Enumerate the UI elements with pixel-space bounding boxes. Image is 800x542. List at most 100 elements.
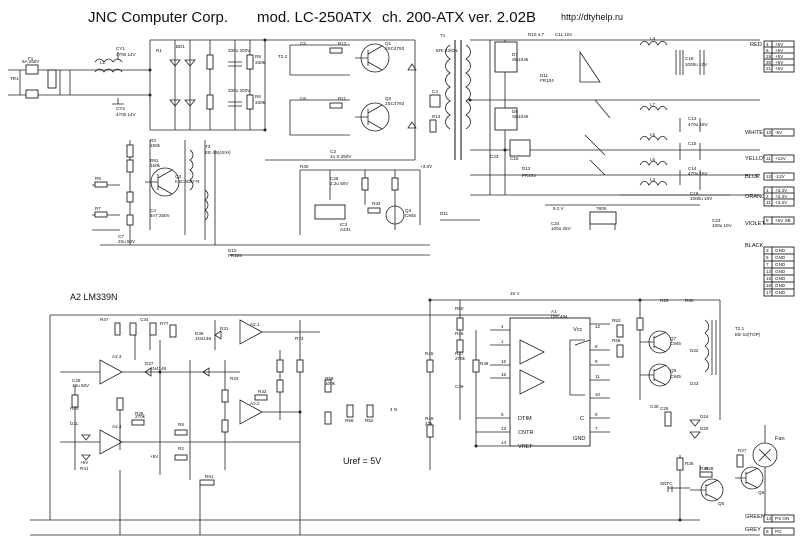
svg-text:R41: R41 (80, 466, 89, 471)
svg-text:L1: L1 (100, 60, 106, 65)
svg-text:4n7 250V: 4n7 250V (150, 213, 171, 218)
svg-text:D10: D10 (228, 248, 237, 253)
svg-text:A431: A431 (340, 227, 351, 232)
wire-green-label: GREEN (745, 514, 765, 520)
svg-text:4: 4 (501, 324, 504, 329)
svg-text:R11: R11 (338, 96, 347, 101)
out-violet-0-pin-number: 9 (766, 218, 769, 223)
svg-text:EE-16(TOP): EE-16(TOP) (735, 332, 761, 337)
svg-text:C19: C19 (685, 56, 694, 61)
svg-text:R26: R26 (685, 461, 694, 466)
svg-text:R46: R46 (455, 331, 464, 336)
out-red-0-value: +5V (775, 42, 784, 47)
header-chassis: ch. 200-ATX ver. 2.02B (382, 9, 536, 26)
svg-text:C23: C23 (712, 218, 721, 223)
svg-text:R47: R47 (455, 351, 464, 356)
svg-text:SNTC: SNTC (660, 481, 673, 486)
ps-on-value: PS ON (775, 516, 789, 521)
svg-text:L5: L5 (650, 132, 656, 137)
wire-white-label: WHITE (745, 130, 763, 136)
svg-text:FR104: FR104 (540, 78, 554, 83)
svg-text:FR104: FR104 (522, 173, 536, 178)
svg-text:4 N: 4 N (390, 407, 397, 412)
svg-text:R30: R30 (300, 164, 309, 169)
svg-text:10: 10 (595, 392, 601, 397)
svg-text:16: 16 (501, 359, 507, 364)
svg-text:C4: C4 (432, 89, 438, 94)
comparator-network: A2.3 A2.4 A2.1 A2.2 R47 C34 R77 C28 10u … (49, 314, 560, 520)
svg-text:R56: R56 (345, 418, 354, 423)
svg-text:R7: R7 (95, 206, 101, 211)
out-red-4-pin-number: 21 (766, 66, 772, 71)
svg-text:8: 8 (595, 344, 598, 349)
svg-text:C16: C16 (690, 191, 699, 196)
svg-text:C34: C34 (140, 317, 149, 322)
half-bridge: Q1 2SC4793 Q2 2SC4793 C5 C6 R12 R11 C4 R… (265, 39, 441, 161)
out-orange-2-pin-number: 11 (766, 200, 771, 205)
svg-text:C11 10n: C11 10n (555, 32, 572, 37)
out-white-0-value: -5V (775, 130, 783, 135)
gnd-6-pin-number: 17 (766, 290, 772, 295)
svg-text:270k: 270k (135, 414, 146, 419)
svg-text:7805: 7805 (596, 206, 607, 211)
svg-text:R8: R8 (178, 422, 184, 427)
svg-text:Q7: Q7 (670, 336, 677, 341)
svg-text:BD1: BD1 (176, 44, 185, 49)
svg-text:100k: 100k (325, 381, 336, 386)
out-orange-0-value: +3.3V (775, 188, 788, 193)
svg-text:C4: C4 (150, 208, 156, 213)
svg-text:R6: R6 (255, 94, 261, 99)
svg-text:Q3: Q3 (175, 174, 182, 179)
svg-text:C5: C5 (300, 41, 306, 46)
svg-text:R27: R27 (738, 448, 747, 453)
svg-text:1000u 10V: 1000u 10V (685, 62, 708, 67)
svg-text:1000u 10V: 1000u 10V (690, 196, 713, 201)
svg-text:330u 200V: 330u 200V (228, 48, 251, 53)
svg-text:C3: C3 (330, 149, 336, 154)
svg-text:R91: R91 (150, 158, 159, 163)
out-red-3-pin-number: 20 (766, 60, 772, 65)
svg-text:1N4148: 1N4148 (150, 366, 167, 371)
svg-text:11: 11 (595, 374, 600, 379)
fan-label: Fan (775, 436, 785, 442)
svg-text:SB1045: SB1045 (512, 114, 529, 119)
svg-text:T2.1: T2.1 (735, 326, 745, 331)
wire-red-label: RED (750, 42, 762, 48)
gnd-1-pin-number: 5 (766, 255, 769, 260)
wire-orange-label: ORANGE (745, 194, 770, 200)
svg-text:1N4148: 1N4148 (195, 336, 212, 341)
svg-text:Q6: Q6 (758, 490, 765, 495)
svg-text:C945: C945 (670, 374, 681, 379)
svg-text:Q5: Q5 (718, 501, 725, 506)
wire-yellow-label: YELLOW (745, 156, 769, 162)
svg-text:470u 16V: 470u 16V (688, 122, 709, 127)
svg-text:13: 13 (501, 426, 507, 431)
svg-text:D11: D11 (540, 73, 549, 78)
svg-text:D25: D25 (700, 426, 709, 431)
ic-pin-gnd: GND (573, 436, 585, 442)
main-transformer: T1 ERI 33/DIL (436, 33, 471, 160)
gnd-1-value: GND (775, 255, 786, 260)
svg-text:2.2u 50V: 2.2u 50V (330, 181, 349, 186)
svg-text:T3: T3 (205, 144, 211, 149)
out-red-4-value: +5V (775, 66, 784, 71)
svg-text:EE-19(42IH): EE-19(42IH) (205, 150, 231, 155)
out-orange-1-pin-number: 2 (766, 194, 769, 199)
svg-text:Q8: Q8 (670, 368, 677, 373)
wire-violet-label: VIOLET (745, 221, 765, 227)
wire-grey-label: GREY (745, 527, 761, 533)
header-site: http://dtyhelp.ru (561, 12, 623, 22)
gnd-2-pin-number: 7 (766, 262, 769, 267)
svg-text:D24: D24 (700, 414, 709, 419)
out-orange-2-value-box (771, 198, 795, 207)
out-yellow-0-value-box (771, 154, 795, 163)
svg-text:R45: R45 (425, 351, 434, 356)
signal-bus (30, 470, 760, 536)
out-orange-1-value: +3.3V (775, 194, 788, 199)
svg-text:C26: C26 (660, 406, 669, 411)
rectifier-block: BD1 R1 330u 200V 330u 200V R5 R6 330k 33… (149, 39, 266, 131)
svg-text:2SC4793: 2SC4793 (385, 46, 405, 51)
fan-control: Fan R26 R27 R28 SNTC Q5 Q6 R29 (660, 425, 785, 520)
svg-text:R49: R49 (425, 416, 434, 421)
